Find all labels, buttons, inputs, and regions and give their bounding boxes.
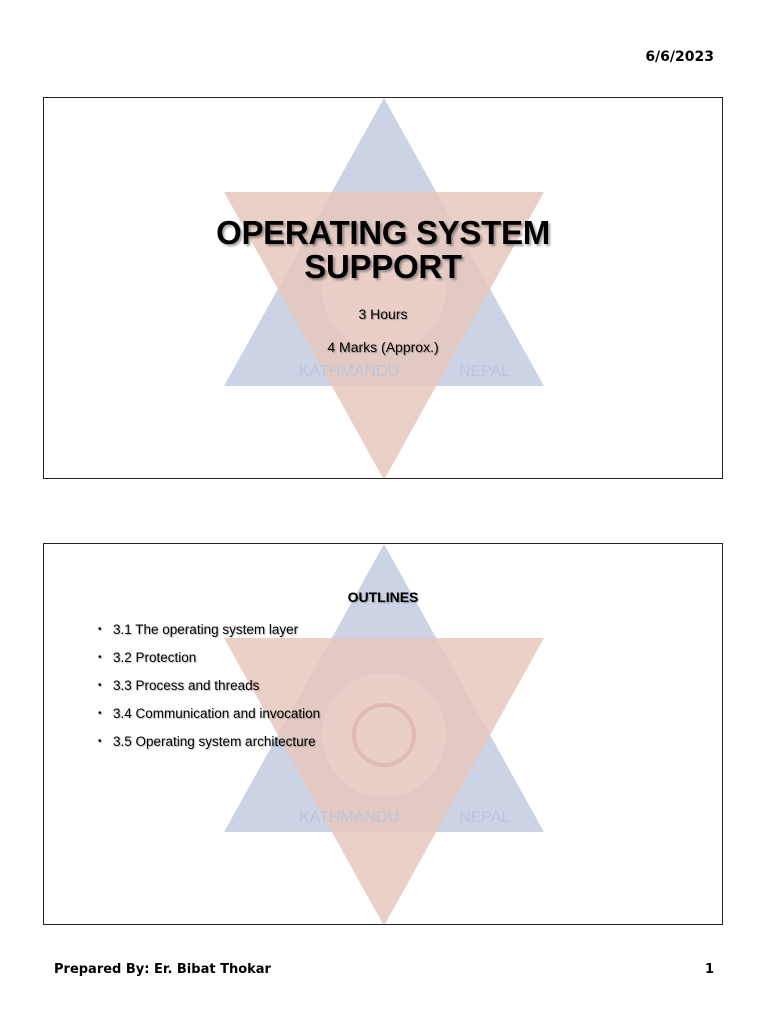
- slide-title: KATHMANDU NEPAL OPERATING SYSTEM SUPPORT…: [43, 97, 723, 479]
- bullet-icon: •: [98, 624, 102, 635]
- list-item: • 3.4 Communication and invocation: [98, 705, 320, 733]
- hours-text: 3 Hours: [358, 306, 408, 322]
- seal-right-text: NEPAL: [459, 363, 510, 380]
- list-item-text: 3.1 The operating system layer: [113, 622, 299, 637]
- seal-right-text: NEPAL: [459, 809, 510, 826]
- marks-text: 4 Marks (Approx.): [327, 339, 439, 355]
- outline-list: • 3.1 The operating system layer • 3.2 Pro…: [98, 621, 320, 761]
- page-number: 1: [704, 962, 714, 977]
- list-item-text: 3.4 Communication and invocation: [113, 706, 321, 721]
- list-item: • 3.2 Protection: [98, 649, 320, 677]
- slide-outlines: KATHMANDU NEPAL OUTLINES • 3.1 The operat…: [43, 543, 723, 925]
- prepared-by: Prepared By: Er. Bibat Thokar: [54, 962, 271, 977]
- title-line-1: OPERATING SYSTEM: [216, 214, 550, 251]
- list-item-text: 3.5 Operating system architecture: [113, 734, 316, 749]
- bullet-icon: •: [98, 652, 102, 663]
- seal-left-text: KATHMANDU: [299, 809, 399, 826]
- list-item: • 3.5 Operating system architecture: [98, 733, 320, 761]
- list-item: • 3.1 The operating system layer: [98, 621, 320, 649]
- list-item-text: 3.3 Process and threads: [113, 678, 260, 693]
- list-item: • 3.3 Process and threads: [98, 677, 320, 705]
- university-seal-watermark: KATHMANDU NEPAL: [224, 544, 544, 924]
- bullet-icon: •: [98, 680, 102, 691]
- outlines-heading: OUTLINES: [347, 589, 419, 605]
- title-line-2: SUPPORT: [304, 248, 462, 285]
- page-date: 6/6/2023: [645, 49, 714, 65]
- list-item-text: 3.2 Protection: [113, 650, 197, 665]
- slide-title-heading: OPERATING SYSTEM SUPPORT: [44, 216, 722, 284]
- university-seal-watermark: KATHMANDU NEPAL: [224, 98, 544, 478]
- seal-left-text: KATHMANDU: [299, 363, 399, 380]
- bullet-icon: •: [98, 708, 102, 719]
- bullet-icon: •: [98, 736, 102, 747]
